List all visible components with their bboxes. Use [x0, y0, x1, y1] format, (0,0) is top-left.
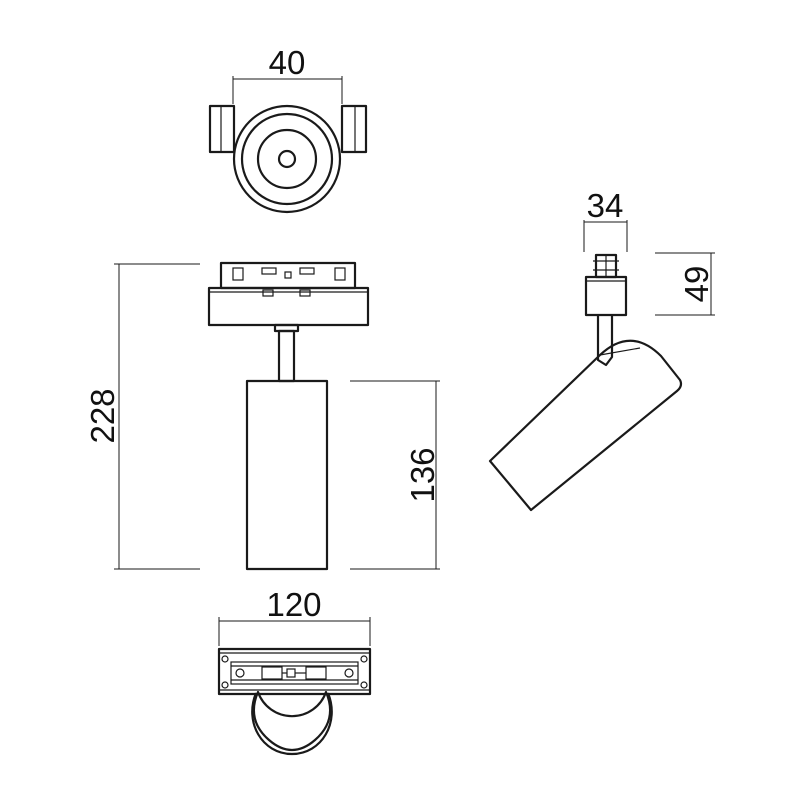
front-view: [207, 261, 370, 571]
dimension-overall-height: 228: [84, 263, 200, 570]
dimension-label-49: 49: [678, 266, 715, 303]
dimension-body-height: 136: [350, 380, 441, 570]
dimension-side-width: 34: [583, 187, 628, 252]
dimension-label-120: 120: [266, 586, 321, 623]
bottom-view: [217, 647, 372, 756]
top-view: [208, 104, 368, 214]
dimension-label-136: 136: [404, 447, 441, 502]
dimension-top-width: 40: [232, 44, 343, 104]
dimension-label-34: 34: [587, 187, 624, 224]
side-view: [488, 253, 683, 512]
dimension-label-40: 40: [269, 44, 306, 81]
dimension-label-228: 228: [84, 388, 121, 443]
dimension-side-height: 49: [655, 252, 715, 316]
dimension-base-width: 120: [218, 586, 371, 646]
